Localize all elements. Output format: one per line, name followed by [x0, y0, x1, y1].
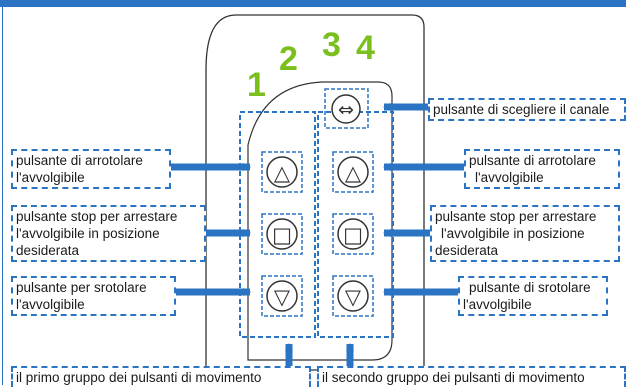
callout-right-down: pulsante di srotolare l'avvolgibile [458, 276, 608, 316]
group1-stop-button[interactable]: □ [266, 218, 298, 250]
top-accent-bar [0, 0, 626, 7]
callout-right-stop: pulsante stop per arrestare l'avvolgibil… [430, 205, 620, 262]
channel-number-1: 1 [247, 66, 266, 104]
channel-number-2: 2 [279, 40, 298, 78]
group2-frame [317, 111, 394, 338]
up-arrow-icon: △ [345, 161, 362, 185]
group2-stop-button[interactable]: □ [337, 218, 369, 250]
group1-down-button[interactable]: ▽ [266, 280, 298, 312]
group1-frame [239, 111, 316, 338]
stop-square-icon: □ [272, 223, 292, 247]
down-arrow-icon: ▽ [345, 285, 362, 309]
remote-button-panel [247, 81, 393, 361]
channel-select-button[interactable]: ⇔ [331, 94, 361, 124]
callout-group1: il primo gruppo dei pulsanti di moviment… [11, 366, 311, 387]
group2-up-button[interactable]: △ [337, 156, 369, 188]
callout-left-down: pulsante per srotolare l'avvolgibile [11, 276, 176, 316]
callout-channel-select: pulsante di scegliere il canale [428, 98, 626, 121]
down-arrow-icon: ▽ [274, 285, 291, 309]
left-border-line [2, 7, 3, 385]
callout-left-stop: pulsante stop per arrestare l'avvolgibil… [11, 205, 206, 262]
stop-square-icon: □ [343, 223, 363, 247]
svg-text:⇔: ⇔ [338, 99, 354, 121]
callout-right-up: pulsante di arrotolare l'avvolgibile [464, 149, 620, 189]
group2-down-button[interactable]: ▽ [337, 280, 369, 312]
channel-number-4: 4 [356, 29, 375, 67]
callout-group2: il secondo gruppo dei pulsanti di movime… [317, 366, 626, 387]
channel-number-3: 3 [322, 26, 341, 64]
group1-up-button[interactable]: △ [266, 156, 298, 188]
callout-left-up: pulsante di arrotolare l'avvolgibile [11, 149, 171, 189]
up-arrow-icon: △ [274, 161, 291, 185]
